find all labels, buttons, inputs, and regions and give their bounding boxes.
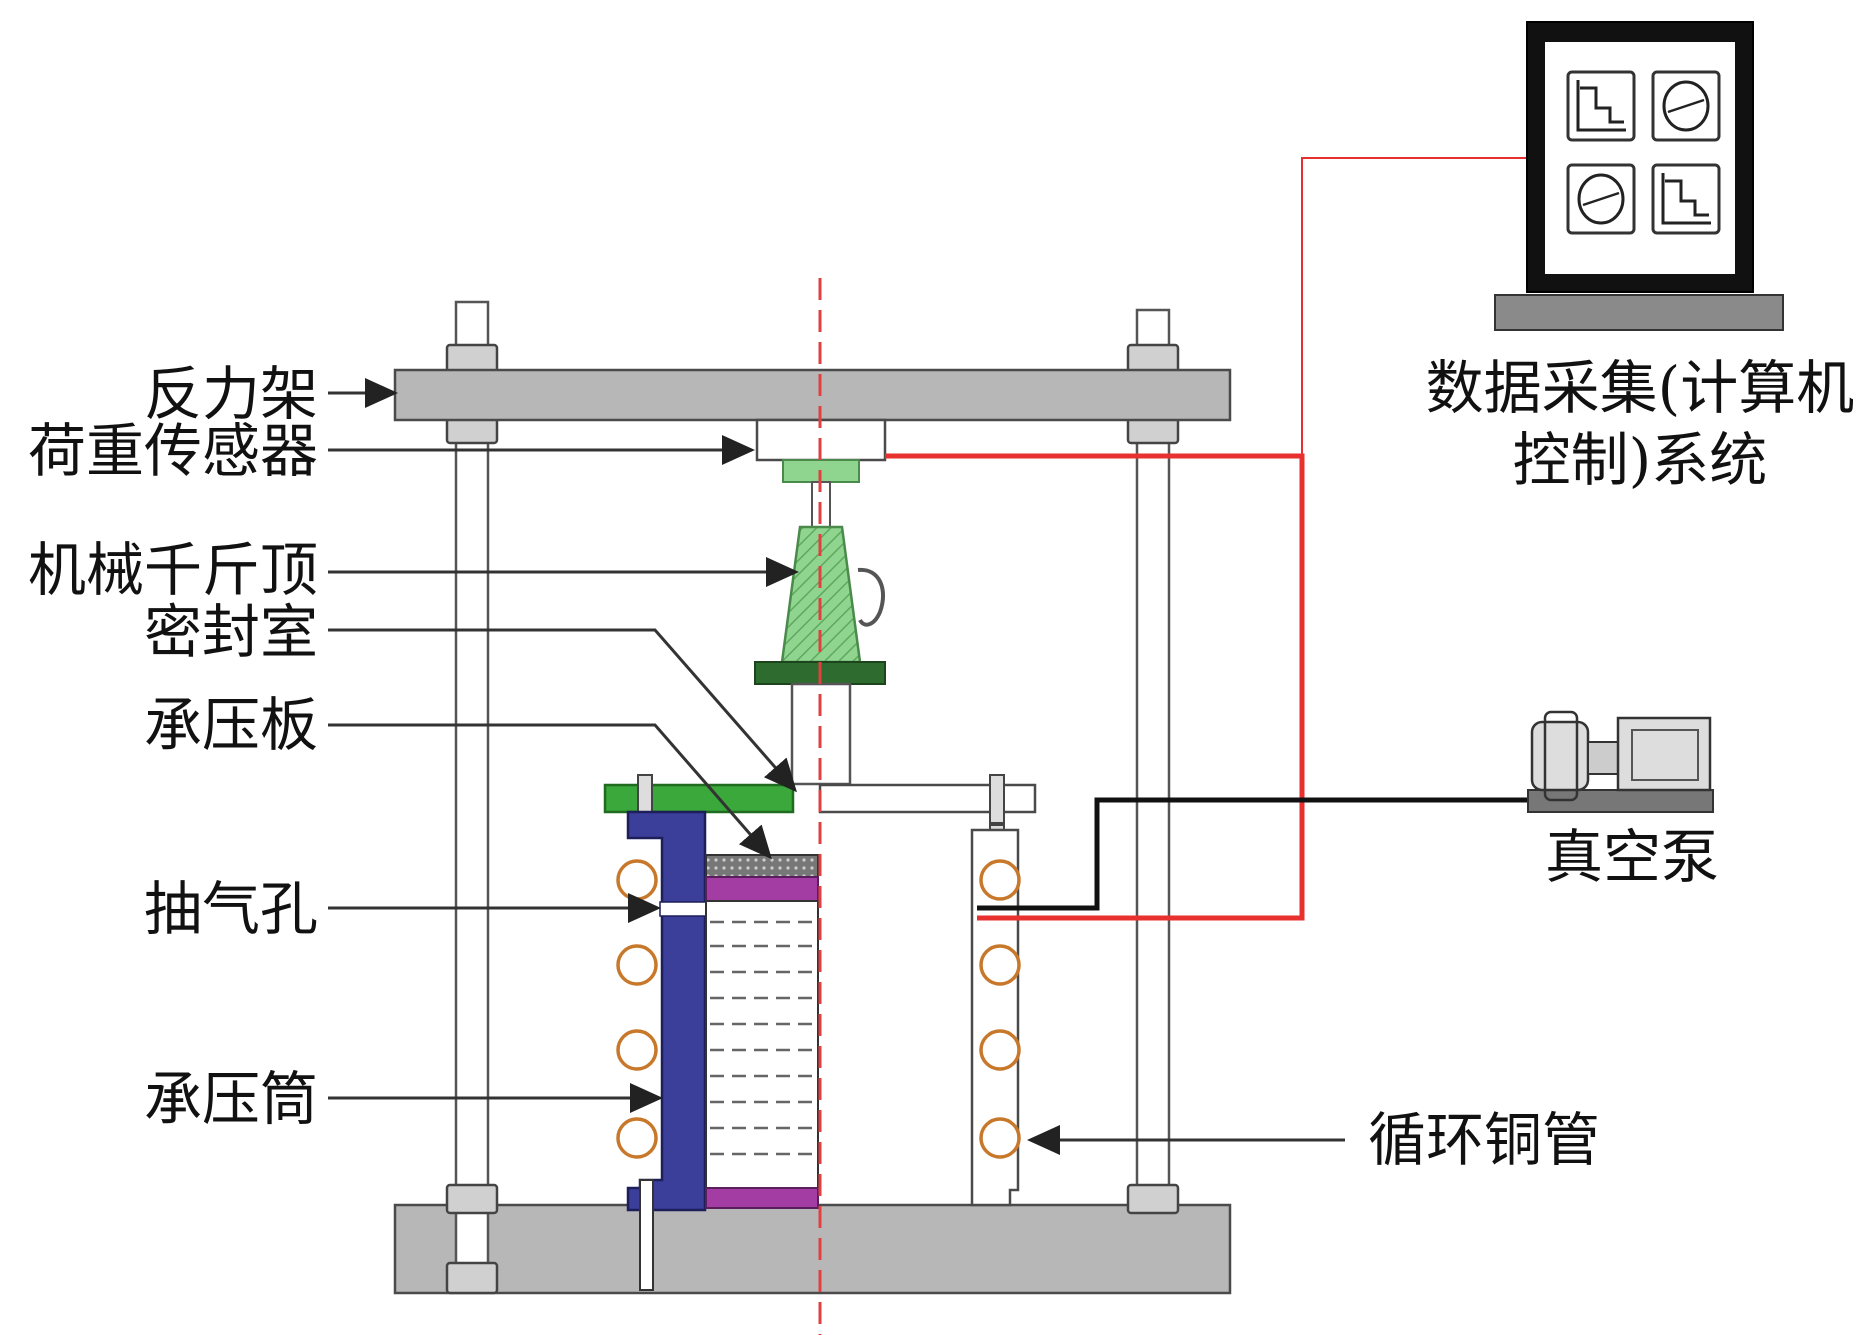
label-data-acquisition-line1: 数据采集(计算机: [1426, 354, 1855, 422]
soil-sample: [705, 900, 819, 1189]
copper-pipes: [616, 859, 1021, 1159]
right-tie-rod: [1126, 308, 1180, 1215]
label-vacuum-pump: 真空泵: [1545, 823, 1719, 891]
label-circulating-copper-pipe: 循环铜管: [1368, 1106, 1600, 1174]
chart-icon: [1566, 70, 1636, 142]
label-sealed-chamber: 密封室: [144, 598, 318, 666]
label-reaction-frame: 反力架: [144, 360, 318, 428]
label-bearing-cylinder: 承压筒: [144, 1065, 318, 1133]
vent-hole: [659, 901, 707, 917]
end-cap-bottom: [705, 1187, 819, 1209]
right-cylinder-wall: [970, 828, 1020, 1207]
signal-line: [885, 453, 1305, 921]
leader-lines: [328, 378, 1345, 1155]
end-cap-top: [705, 876, 819, 902]
circle-chart-icon: [1566, 163, 1636, 235]
left-tie-rod: [445, 300, 499, 1295]
label-vent-hole: 抽气孔: [144, 875, 318, 943]
label-load-sensor: 荷重传感器: [28, 417, 318, 485]
sample-layers: [710, 920, 818, 1156]
base-plate: [393, 1203, 1232, 1295]
computer-monitor: [1494, 21, 1784, 331]
bolt: [989, 774, 1005, 824]
reaction-frame-beam: [393, 368, 1232, 422]
label-mechanical-jack: 机械千斤顶: [28, 536, 318, 604]
label-data-acquisition-line2: 控制)系统: [1513, 426, 1768, 494]
base-bolt: [639, 1179, 654, 1291]
chart-icon: [1651, 163, 1721, 235]
signal-line-to-computer: [1301, 157, 1528, 456]
vacuum-line: [977, 797, 1530, 911]
circle-chart-icon: [1651, 70, 1721, 142]
vacuum-pump: [1527, 710, 1714, 813]
label-bearing-plate: 承压板: [144, 691, 318, 759]
jack-handle: [857, 567, 885, 627]
sample-top: [705, 854, 819, 878]
bearing-plate: [603, 783, 795, 814]
